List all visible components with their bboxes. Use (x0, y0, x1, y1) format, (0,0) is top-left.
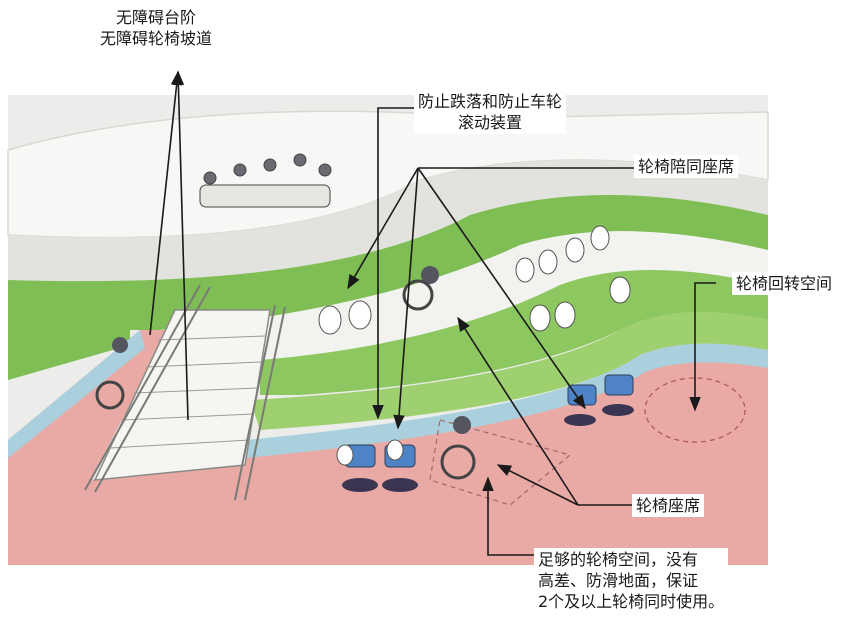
callout-lines (149, 70, 716, 556)
label-sufficient-line2: 高差、防滑地面，保证 (538, 571, 699, 590)
arrow-companion-3 (417, 167, 586, 410)
arrow-steps-right (172, 70, 189, 421)
label-wheelchair-seat-text: 轮椅座席 (636, 496, 701, 515)
arrow-steps-left (149, 70, 183, 336)
label-steps-line1: 无障碍台阶 (116, 8, 197, 27)
label-companion-seat-text: 轮椅陪同座席 (638, 157, 735, 176)
label-anti-fall-line1: 防止跌落和防止车轮 (418, 92, 563, 111)
arrow-anti-fall (372, 107, 415, 420)
arrow-companion-1 (393, 167, 419, 430)
label-steps-line2: 无障碍轮椅坡道 (100, 29, 213, 48)
label-anti-fall: 防止跌落和防止车轮 滚动装置 (414, 90, 567, 134)
label-anti-fall-line2: 滚动装置 (458, 113, 523, 132)
label-sufficient-line3: 2个及以上轮椅同时使用。 (538, 592, 725, 611)
arrow-turning-space (689, 282, 716, 412)
label-steps-ramp: 无障碍台阶 无障碍轮椅坡道 (96, 6, 217, 50)
arrow-sufficient-space (482, 476, 535, 556)
label-sufficient-line1: 足够的轮椅空间，没有 (538, 550, 699, 569)
arrow-wheelchair-seat-2 (496, 464, 579, 506)
arrow-wheelchair-seat-1 (457, 316, 579, 506)
label-turning-space: 轮椅回转空间 (732, 272, 837, 295)
arrow-companion-2 (347, 167, 419, 290)
label-companion-seat: 轮椅陪同座席 (634, 155, 739, 178)
label-sufficient-space: 足够的轮椅空间，没有 高差、防滑地面，保证 2个及以上轮椅同时使用。 (534, 548, 729, 613)
label-wheelchair-seat: 轮椅座席 (632, 494, 705, 517)
label-turning-space-text: 轮椅回转空间 (736, 274, 833, 293)
